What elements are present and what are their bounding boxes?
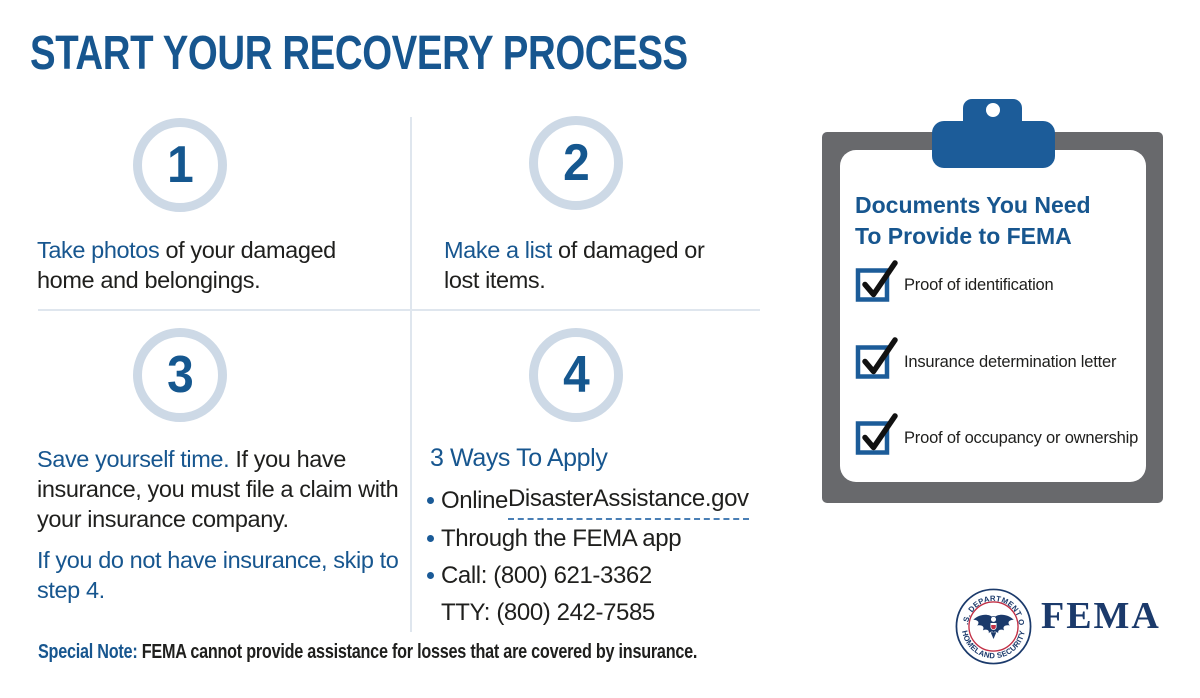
bullet-icon <box>427 535 434 542</box>
step-1-number-circle: 1 <box>133 118 227 212</box>
document-item-label: Proof of identification <box>904 276 1054 294</box>
step-3-number: 3 <box>166 346 194 404</box>
step-2-number-circle: 2 <box>529 116 623 210</box>
page-title: START YOUR RECOVERY PROCESS <box>30 27 688 80</box>
apply-way-fema-app: Through the FEMA app <box>427 520 777 557</box>
step-2-number: 2 <box>562 134 590 192</box>
step-2-description: Make a list of damaged or lost items. <box>444 235 744 295</box>
apply-call-label: Call: (800) 621-3362 <box>441 562 652 589</box>
document-item-insurance-letter: Insurance determination letter <box>855 335 1116 380</box>
apply-way-online: Online DisasterAssistance.gov <box>427 480 777 520</box>
apply-online-label: Online <box>441 486 508 514</box>
document-item-label: Insurance determination letter <box>904 353 1117 371</box>
step-4-number-circle: 4 <box>529 328 623 422</box>
eagle-icon <box>973 614 1014 640</box>
fema-wordmark: FEMA <box>1041 595 1161 637</box>
step-4-number: 4 <box>562 346 590 404</box>
step-1-description: Take photos of your damaged home and bel… <box>37 235 389 295</box>
dhs-seal-icon: U.S. DEPARTMENT OF HOMELAND SECURITY <box>955 588 1032 665</box>
special-note: Special Note: FEMA cannot provide assist… <box>38 641 697 664</box>
step-1-rest-text: of your damaged home and belongings. <box>37 237 336 293</box>
step-3-lead-text: Save yourself time. <box>37 446 236 472</box>
special-note-label: Special Note: <box>38 641 138 663</box>
apply-fema-app-label: Through the FEMA app <box>441 525 682 552</box>
step-2-rest-text: of damaged or lost items. <box>444 237 705 293</box>
vertical-divider <box>410 117 412 632</box>
apply-way-call: Call: (800) 621-3362 <box>427 557 777 594</box>
bullet-icon <box>427 496 434 504</box>
apply-tty-line: TTY: (800) 242-7585 <box>427 594 777 631</box>
checked-checkbox-icon <box>855 413 898 455</box>
checked-checkbox-icon <box>855 260 898 302</box>
step-1-lead-text: Take photos <box>37 237 166 263</box>
apply-tty-label: TTY: (800) 242-7585 <box>441 599 655 626</box>
step-3-description: Save yourself time. If you have insuranc… <box>37 444 415 605</box>
document-item-identification: Proof of identification <box>855 258 1054 303</box>
document-item-occupancy: Proof of occupancy or ownership <box>855 411 1138 456</box>
checked-checkbox-icon <box>855 337 898 379</box>
bullet-icon <box>427 572 434 579</box>
documents-needed-heading: Documents You Need To Provide to FEMA <box>855 192 1091 249</box>
clipboard-clip-hole <box>986 103 1000 117</box>
special-note-text: FEMA cannot provide assistance for losse… <box>137 641 698 663</box>
step-3-number-circle: 3 <box>133 328 227 422</box>
step-1-number: 1 <box>166 136 194 194</box>
step-3-rest-text: If you have insurance, you must file a c… <box>37 446 399 532</box>
document-item-label: Proof of occupancy or ownership <box>904 429 1139 447</box>
step-3-no-insurance-note: If you do not have insurance, skip to st… <box>37 547 399 603</box>
clipboard-clip-bar <box>932 121 1055 168</box>
step-4-apply-block: 3 Ways To Apply Online DisasterAssistanc… <box>427 444 777 631</box>
step-2-lead-text: Make a list <box>444 237 559 263</box>
ways-to-apply-heading: 3 Ways To Apply <box>430 444 608 472</box>
disaster-assistance-link[interactable]: DisasterAssistance.gov <box>507 480 749 520</box>
horizontal-divider <box>38 309 760 311</box>
